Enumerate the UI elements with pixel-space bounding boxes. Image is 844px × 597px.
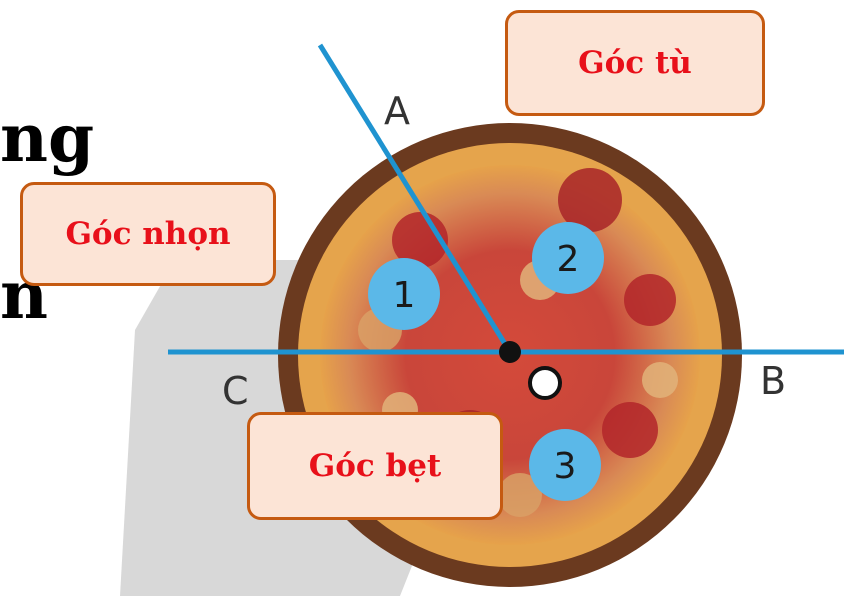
ray-oa — [317, 43, 513, 354]
point-label-c: C — [222, 369, 249, 413]
obtuse-angle-label: Góc tù — [578, 45, 692, 81]
angle-number-1: 1 — [393, 275, 416, 316]
angle-badge-2 — [532, 222, 604, 294]
point-label-a: A — [384, 89, 410, 133]
vertex-point — [499, 341, 521, 363]
angle-badge-1 — [368, 258, 440, 330]
o-marker — [528, 366, 562, 400]
cropped-text-line-1: ng — [0, 99, 95, 177]
straight-angle-callout: Góc bẹt — [247, 412, 503, 520]
angle-number-2: 2 — [557, 239, 580, 280]
angle-number-3: 3 — [554, 446, 577, 487]
angle-badge-3 — [529, 429, 601, 501]
acute-angle-label: Góc nhọn — [65, 216, 231, 252]
obtuse-angle-callout: Góc tù — [505, 10, 765, 116]
point-label-b: B — [760, 359, 787, 403]
straight-angle-label: Góc bẹt — [308, 448, 442, 484]
acute-angle-callout: Góc nhọn — [20, 182, 276, 286]
